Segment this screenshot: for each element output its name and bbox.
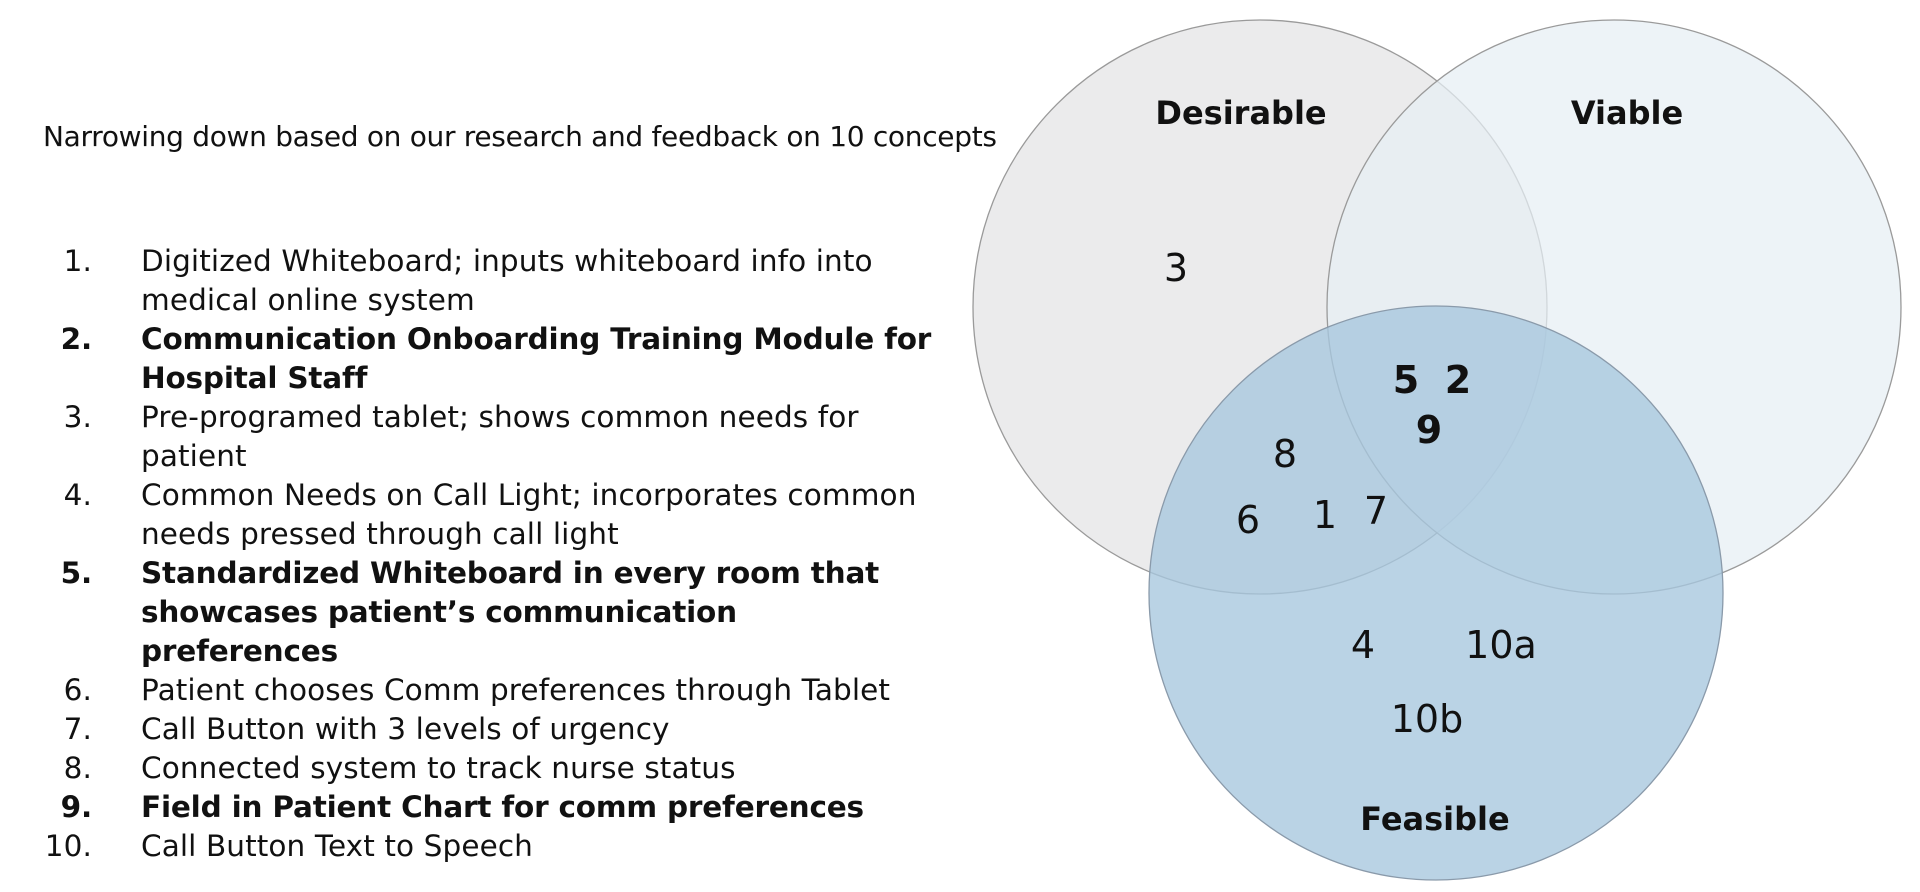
venn-marker-8: 8 (1273, 432, 1297, 476)
concept-item-1: 1. Digitized Whiteboard; inputs whiteboa… (40, 242, 940, 320)
concept-number: 4. (63, 478, 92, 512)
concept-number: 3. (63, 400, 92, 434)
venn-marker-2: 2 (1445, 358, 1471, 402)
concept-number: 6. (63, 673, 92, 707)
concept-text: Connected system to track nurse status (141, 751, 736, 785)
concept-text: Call Button Text to Speech (141, 829, 533, 863)
concept-item-2: 2. Communication Onboarding Training Mod… (40, 320, 940, 398)
feasible-circle (1148, 305, 1724, 881)
concept-item-4: 4. Common Needs on Call Light; incorpora… (40, 476, 940, 554)
desirable-label: Desirable (1155, 94, 1326, 132)
concept-number: 8. (63, 751, 92, 785)
concept-text: Patient chooses Comm preferences through… (141, 673, 891, 707)
concept-text: Common Needs on Call Light; incorporates… (141, 478, 917, 551)
concept-item-3: 3. Pre-programed tablet; shows common ne… (40, 398, 940, 476)
concept-item-7: 7. Call Button with 3 levels of urgency (40, 710, 940, 749)
concept-item-9: 9. Field in Patient Chart for comm prefe… (40, 788, 940, 827)
concept-number: 5. (60, 556, 93, 590)
venn-marker-3: 3 (1164, 246, 1188, 290)
concept-text: Communication Onboarding Training Module… (141, 322, 932, 395)
concept-item-10: 10. Call Button Text to Speech (40, 827, 940, 866)
concept-text: Digitized Whiteboard; inputs whiteboard … (141, 244, 873, 317)
venn-marker-4: 4 (1351, 623, 1375, 667)
venn-marker-1: 1 (1313, 493, 1337, 537)
concept-item-5: 5. Standardized Whiteboard in every room… (40, 554, 940, 671)
concept-list: 1. Digitized Whiteboard; inputs whiteboa… (40, 242, 940, 866)
concept-text: Pre-programed tablet; shows common needs… (141, 400, 859, 473)
venn-marker-6: 6 (1236, 498, 1260, 542)
concept-number: 7. (63, 712, 92, 746)
venn-marker-10b: 10b (1391, 697, 1463, 741)
concept-number: 1. (63, 244, 92, 278)
concept-text: Call Button with 3 levels of urgency (141, 712, 670, 746)
concept-number: 2. (60, 322, 93, 356)
concept-number: 9. (60, 790, 93, 824)
concept-item-6: 6. Patient chooses Comm preferences thro… (40, 671, 940, 710)
venn-marker-10a: 10a (1465, 623, 1537, 667)
venn-marker-5: 5 (1393, 358, 1419, 402)
venn-marker-7: 7 (1364, 489, 1388, 533)
concept-item-8: 8. Connected system to track nurse statu… (40, 749, 940, 788)
concept-number: 10. (44, 829, 92, 863)
feasible-label: Feasible (1360, 800, 1509, 838)
viable-label: Viable (1571, 94, 1683, 132)
slide-subtitle: Narrowing down based on our research and… (43, 120, 997, 153)
venn-marker-9: 9 (1416, 408, 1442, 452)
concept-text: Field in Patient Chart for comm preferen… (141, 790, 864, 824)
concept-text: Standardized Whiteboard in every room th… (141, 556, 880, 668)
